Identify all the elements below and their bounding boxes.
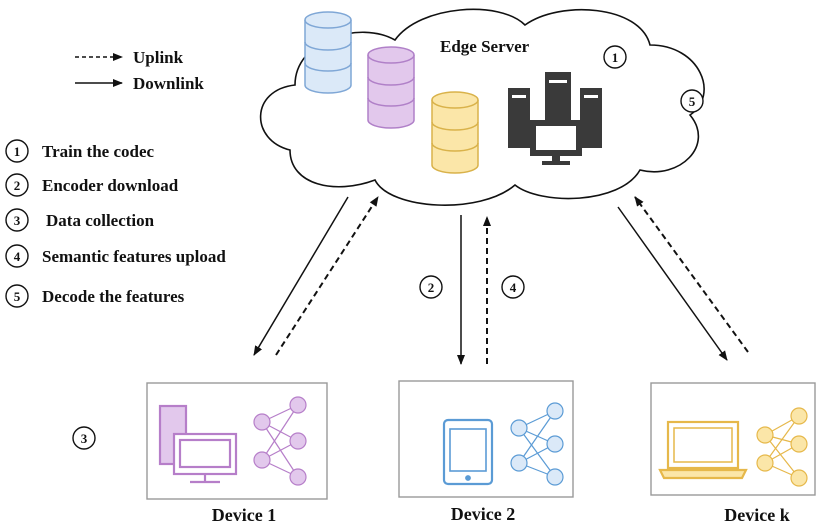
device-k-card xyxy=(650,382,816,496)
legend: Uplink Downlink xyxy=(75,48,204,93)
downlink-arrow-device1 xyxy=(253,196,349,356)
step-item-1: 1 Train the codec xyxy=(5,139,155,163)
step-item-2: 2 Encoder download xyxy=(5,173,179,197)
neural-network-icon xyxy=(253,396,307,486)
svg-text:2: 2 xyxy=(14,178,21,193)
device-2-label: Device 2 xyxy=(451,504,515,524)
edge-server-title: Edge Server xyxy=(440,37,530,56)
svg-text:1: 1 xyxy=(612,50,619,65)
server-icon xyxy=(508,72,602,165)
svg-text:5: 5 xyxy=(14,289,21,304)
downlink-arrow-devicek xyxy=(617,206,728,361)
tablet-icon xyxy=(442,418,494,486)
step-label: Train the codec xyxy=(42,142,155,161)
svg-text:2: 2 xyxy=(428,280,435,295)
svg-text:3: 3 xyxy=(81,431,88,446)
device-1-card xyxy=(146,382,328,500)
uplink-arrow-device1 xyxy=(275,196,379,356)
step-marker-collect: 3 xyxy=(72,426,96,450)
device-1-label: Device 1 xyxy=(212,505,276,525)
svg-text:4: 4 xyxy=(14,249,21,264)
desktop-computer-icon xyxy=(158,404,238,484)
step-label: Semantic features upload xyxy=(42,247,226,266)
step-label: Decode the features xyxy=(42,287,185,306)
uplink-arrow-devicek xyxy=(634,196,749,353)
svg-text:5: 5 xyxy=(689,94,696,109)
database-blue-icon xyxy=(304,11,352,94)
neural-network-icon xyxy=(756,407,808,487)
legend-downlink-label: Downlink xyxy=(133,74,204,93)
step-item-5: 5 Decode the features xyxy=(5,284,185,308)
step-marker-decode: 5 xyxy=(680,89,704,113)
step-list: 1 Train the codec 2 Encoder download 3 D… xyxy=(5,139,226,308)
legend-uplink-label: Uplink xyxy=(133,48,184,67)
step-item-4: 4 Semantic features upload xyxy=(5,244,226,268)
svg-text:3: 3 xyxy=(14,213,21,228)
svg-text:4: 4 xyxy=(510,280,517,295)
step-marker-download: 2 xyxy=(419,275,443,299)
step-marker-server: 1 xyxy=(603,45,627,69)
database-yellow-icon xyxy=(431,91,479,174)
laptop-icon xyxy=(658,420,748,480)
step-item-3: 3 Data collection xyxy=(5,208,155,232)
step-marker-upload: 4 xyxy=(501,275,525,299)
device-k-label: Device k xyxy=(724,505,789,525)
step-label: Data collection xyxy=(46,211,155,230)
device-2-card xyxy=(398,380,574,498)
step-label: Encoder download xyxy=(42,176,179,195)
database-purple-icon xyxy=(367,46,415,129)
neural-network-icon xyxy=(510,402,564,486)
svg-text:1: 1 xyxy=(14,144,21,159)
